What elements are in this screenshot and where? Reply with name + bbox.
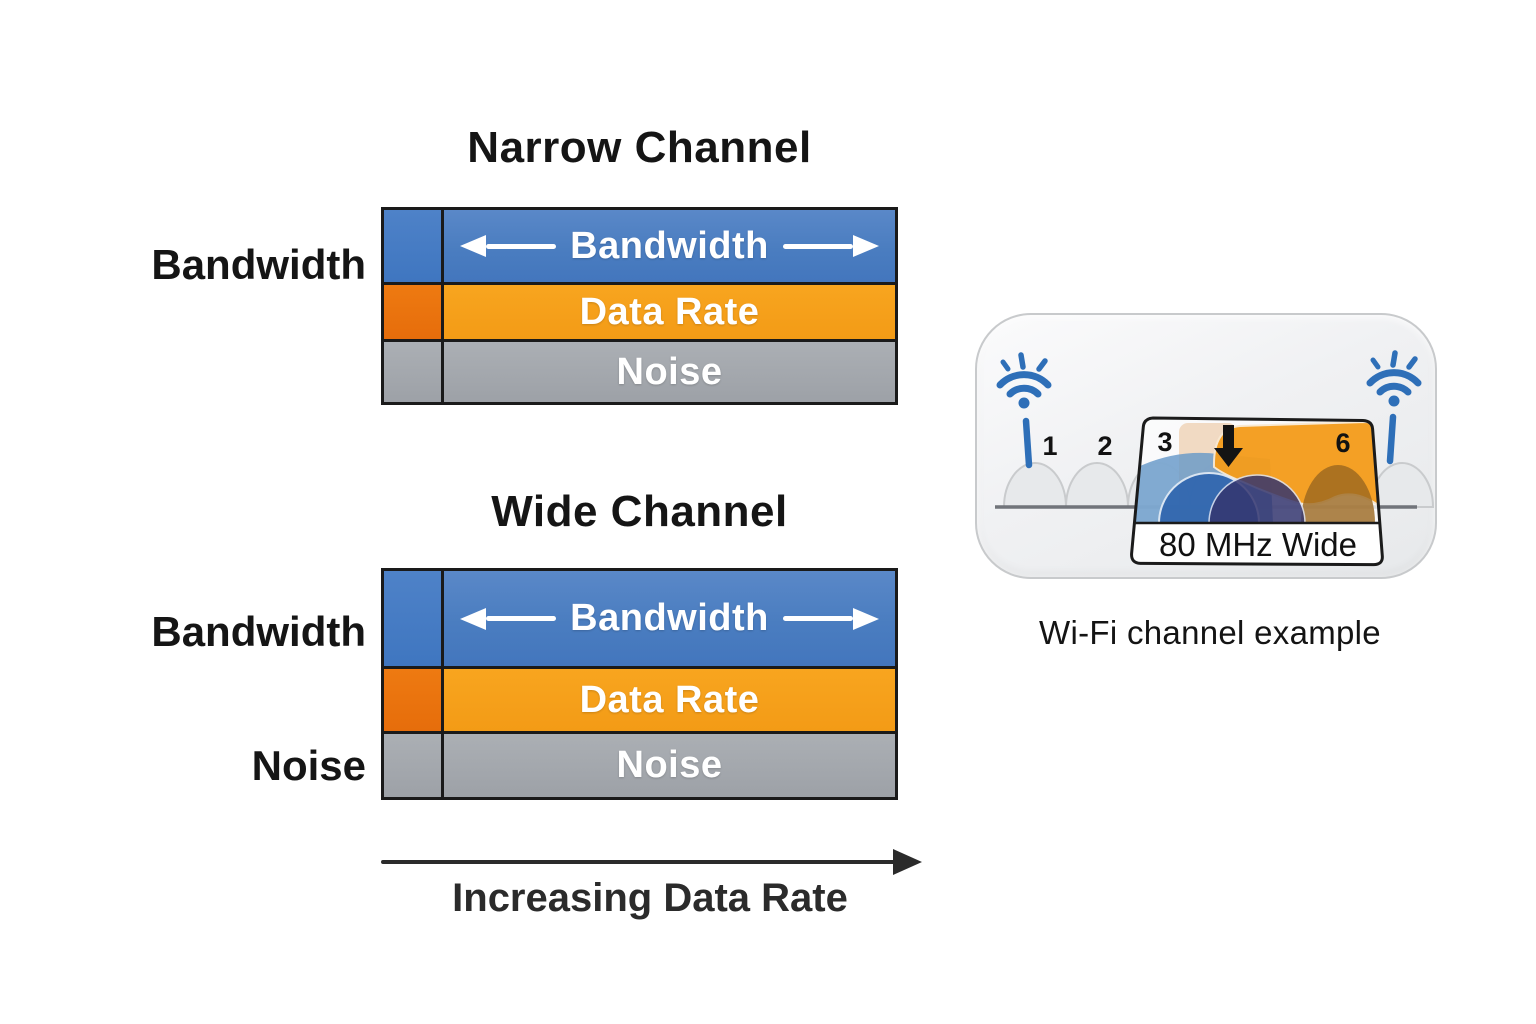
arrow-line <box>782 616 854 621</box>
narrow-bandwidth-row: Bandwidth <box>384 210 895 282</box>
arrow-line <box>782 243 854 249</box>
wifi-example-illustration: 1 2 3 6 80 MHz Wide <box>995 350 1435 567</box>
panel-label-strip <box>1131 523 1383 565</box>
channel-number-2: 2 <box>1097 431 1112 461</box>
narrow-data-rate-label: Data Rate <box>579 290 760 333</box>
wide-noise-left-segment <box>384 734 444 797</box>
arrow-right-head-icon <box>853 235 880 257</box>
arrow-left-head-icon <box>460 235 486 257</box>
arrow-line <box>486 243 557 249</box>
increasing-data-rate-arrow <box>381 860 895 864</box>
narrow-bandwidth-left-segment <box>384 210 444 282</box>
bandwidth-double-arrow: Bandwidth <box>444 225 895 268</box>
wide-bandwidth-left-segment <box>384 571 444 666</box>
navy-channel-hump <box>1208 474 1306 524</box>
wifi-antenna-line <box>1386 413 1397 465</box>
wifi-antenna-line <box>1022 417 1033 469</box>
narrow-noise-left-segment <box>384 342 444 402</box>
wide-noise-label: Noise <box>616 744 723 786</box>
panel-spectrum-shapes <box>1135 420 1380 524</box>
channel-number-6: 6 <box>1335 428 1350 458</box>
panel-border <box>1130 416 1384 567</box>
wide-bandwidth-row: Bandwidth <box>384 571 895 666</box>
bandwidth-double-arrow: Bandwidth <box>444 597 895 640</box>
wifi-icon <box>996 352 1052 409</box>
narrow-noise-label: Noise <box>616 350 723 393</box>
wide-bandwidth-label: Bandwidth <box>570 597 769 639</box>
channel-number-1: 1 <box>1042 431 1057 461</box>
panel-width-label: 80 MHz Wide <box>1159 526 1357 563</box>
narrow-data-rate-row: Data Rate <box>384 282 895 339</box>
increasing-data-rate-label: Increasing Data Rate <box>452 876 848 920</box>
narrow-channel-bar: Bandwidth Data Rate Noise <box>381 207 898 405</box>
wifi-example-caption: Wi-Fi channel example <box>1039 614 1381 651</box>
arrow-left-head-icon <box>460 607 486 630</box>
tan-channel-hump <box>1301 465 1375 523</box>
narrow-bandwidth-side-label: Bandwidth <box>151 241 366 288</box>
wide-data-rate-row: Data Rate <box>384 666 895 731</box>
wide-data-rate-left-segment <box>384 669 444 731</box>
narrow-noise-row: Noise <box>384 339 895 402</box>
wide-channel-bar: Bandwidth Data Rate Noise <box>381 568 898 800</box>
arrow-right-head-icon <box>853 607 880 630</box>
arrow-line <box>486 616 557 621</box>
narrow-data-rate-left-segment <box>384 285 444 339</box>
wide-data-rate-label: Data Rate <box>579 678 760 721</box>
wifi-channel-example-card: 1 2 3 6 80 MHz Wide <box>975 313 1437 579</box>
wide-bandwidth-side-label: Bandwidth <box>151 608 366 655</box>
down-arrow-icon <box>1214 425 1243 467</box>
narrow-bandwidth-label: Bandwidth <box>570 224 769 267</box>
narrow-channel-title: Narrow Channel <box>467 123 812 172</box>
channel-number-3: 3 <box>1157 427 1172 457</box>
wide-noise-side-label: Noise <box>251 742 366 789</box>
wifi-icon <box>1366 350 1422 407</box>
arrow-right-head-icon <box>893 849 922 875</box>
wide-channel-title: Wide Channel <box>491 487 788 536</box>
wide-noise-row: Noise <box>384 731 895 797</box>
